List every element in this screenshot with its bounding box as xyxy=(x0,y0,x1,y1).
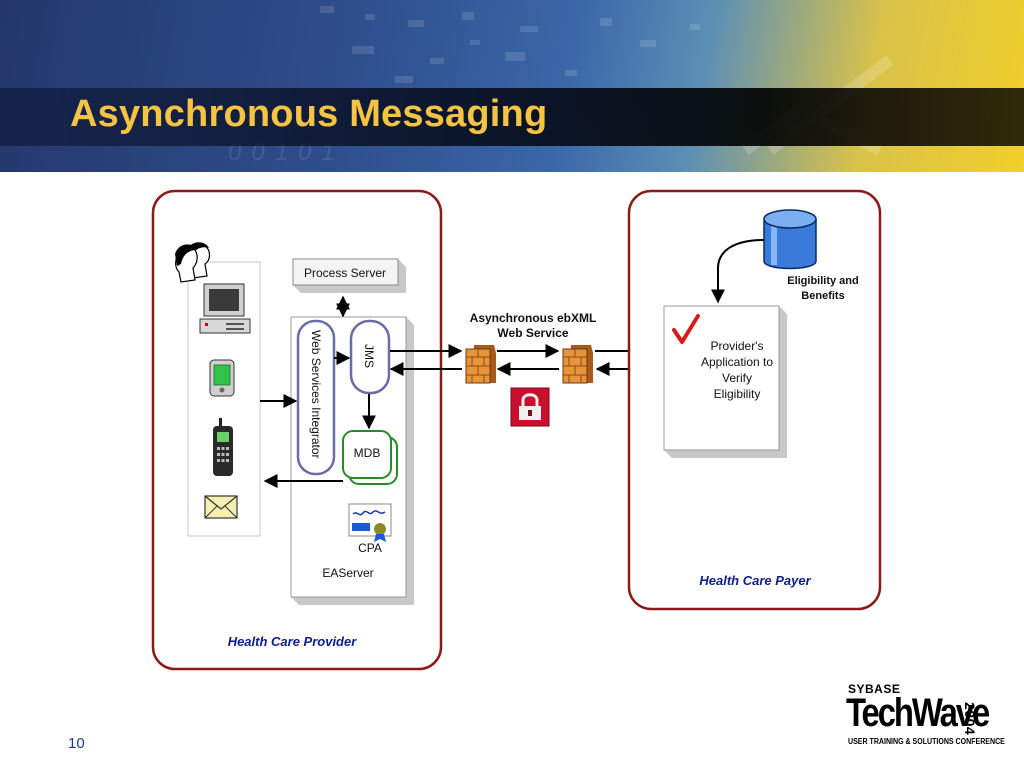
web-services-integrator: Web Services Integrator xyxy=(296,319,336,476)
techwave-logo: SYBASE TechWave 2004 USER TRAINING & SOL… xyxy=(846,682,1006,752)
provider-arrows xyxy=(260,295,376,488)
certificate-icon xyxy=(348,503,392,542)
database-label-line1: Eligibility and xyxy=(787,275,859,287)
web-services-integrator-label: Web Services Integrator xyxy=(309,330,323,459)
title-banner: 00101 Asynchronous Messaging xyxy=(0,0,1024,172)
mobile-phone-icon xyxy=(213,418,233,476)
ebxml-service-label-line1: Asynchronous ebXML xyxy=(470,311,597,325)
cpa-label: CPA xyxy=(358,541,382,555)
arrow-database-application xyxy=(711,239,765,304)
pda-icon xyxy=(209,359,235,397)
process-server-label: Process Server xyxy=(304,266,386,280)
logo-name: TechWave xyxy=(846,691,990,735)
application-label-line2: Application to xyxy=(701,355,773,369)
application-label-line1: Provider's xyxy=(711,339,764,353)
users-icon xyxy=(175,242,211,283)
logo-year: 2004 xyxy=(962,702,978,736)
title-band xyxy=(0,88,1024,146)
database-label-line2: Benefits xyxy=(801,290,844,302)
jms-label: JMS xyxy=(362,344,376,368)
provider-application-document xyxy=(663,305,787,458)
padlock-icon xyxy=(510,387,550,427)
payer-label: Health Care Payer xyxy=(699,573,811,588)
ebxml-service-label-line2: Web Service xyxy=(497,326,568,340)
envelope-icon xyxy=(204,495,238,519)
logo-brand: SYBASE xyxy=(848,682,901,696)
firewall-icon xyxy=(562,345,593,384)
application-label-line3: Verify xyxy=(722,371,752,385)
jms-queue: JMS xyxy=(349,319,391,395)
easerver-label: EAServer xyxy=(322,566,373,580)
firewall-icon xyxy=(465,345,496,384)
mdb-label: MDB xyxy=(354,446,381,460)
mdb-component: MDB xyxy=(342,430,398,485)
database-icon xyxy=(763,209,817,270)
page-number: 10 xyxy=(68,735,85,752)
provider-label: Health Care Provider xyxy=(228,634,358,649)
checkmark-icon xyxy=(672,314,700,344)
desktop-computer-icon xyxy=(199,283,251,334)
application-label-line4: Eligibility xyxy=(714,387,761,401)
slide-title: Asynchronous Messaging xyxy=(70,93,548,135)
process-server-box: Process Server xyxy=(292,258,406,293)
logo-tagline: USER TRAINING & SOLUTIONS CONFERENCE xyxy=(848,737,1005,746)
